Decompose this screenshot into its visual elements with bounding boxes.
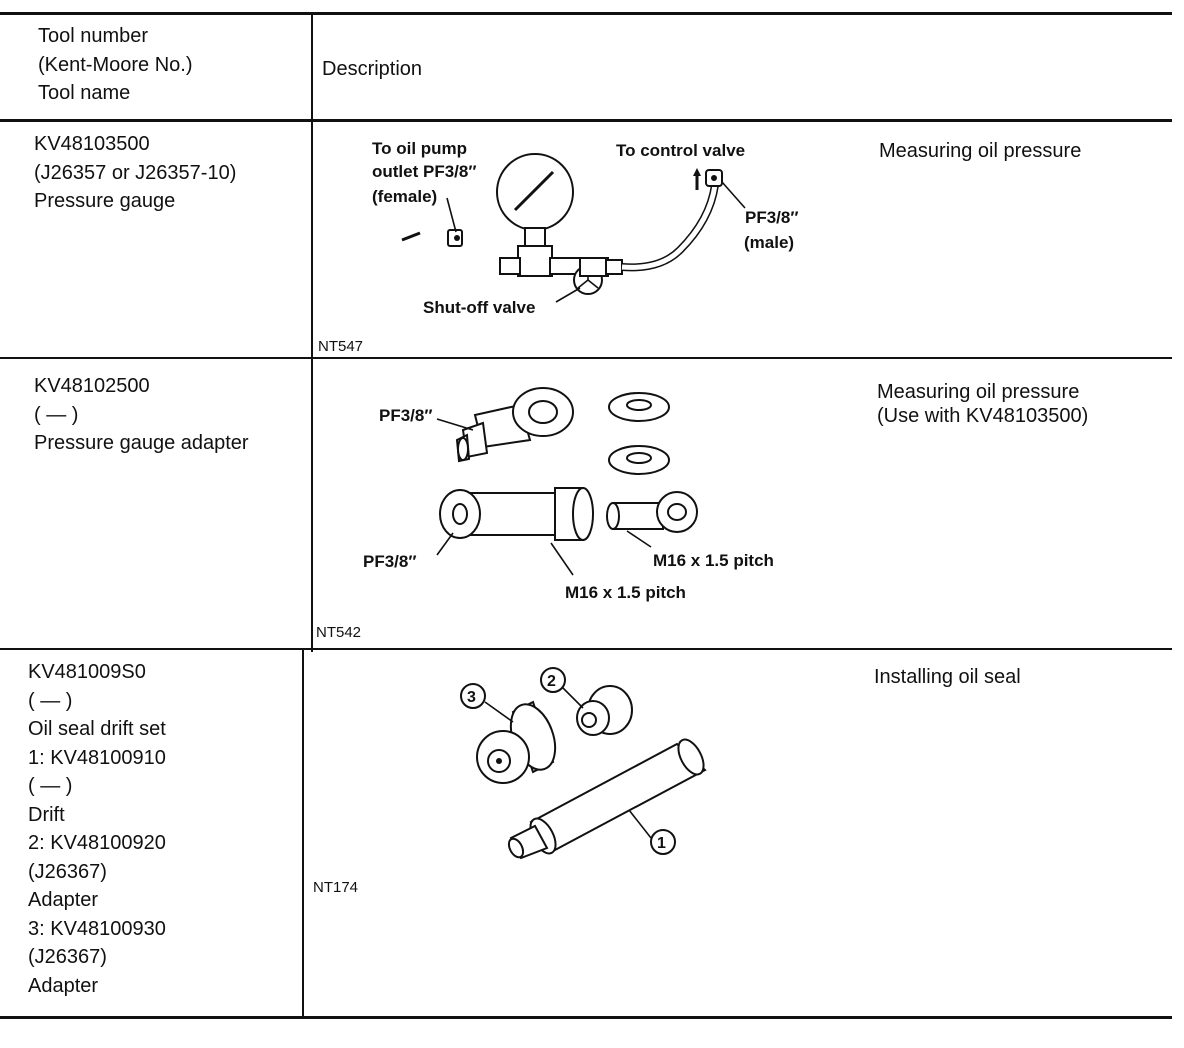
header-tool-name: Tool name	[38, 82, 131, 104]
row-rule-2	[0, 648, 1172, 650]
row3-item2-number: 2: KV48100920	[28, 832, 166, 854]
balloon-3: 3	[467, 689, 476, 706]
row3-item1-name: Drift	[28, 803, 65, 826]
header-rule	[0, 119, 1172, 122]
pressure-gauge-illustration: To oil pump outlet PF3/8″ (female) To co…	[372, 139, 799, 317]
row3-item1-kent-moore: ( — )	[28, 775, 73, 797]
row3-tool-info: KV481009S0 ( — ) Oil seal drift set 1: K…	[28, 658, 166, 1000]
row1-tool-number: KV48103500	[34, 133, 150, 155]
callout-pf-bottom: PF3/8″	[363, 552, 417, 571]
balloon-2: 2	[547, 673, 556, 690]
balloon-1: 1	[657, 835, 666, 852]
row2-description-line1: Measuring oil pressure	[877, 381, 1080, 403]
row3-item3-number: 3: KV48100930	[28, 917, 166, 940]
row3-item3-kent-moore: (J26367)	[28, 946, 107, 968]
row3-set-number: KV481009S0	[28, 661, 146, 683]
oil-seal-drift-illustration: 3 2 1	[460, 667, 707, 860]
column-divider-bottom	[302, 648, 304, 1018]
table-bottom-rule	[0, 1016, 1172, 1019]
row3-item2-kent-moore: (J26367)	[28, 860, 107, 883]
row1-tool-info: KV48103500 (J26357 or J26357-10) Pressur…	[34, 130, 236, 216]
callout-pf-top: PF3/8″	[379, 406, 433, 425]
callout-oil-pump-1: To oil pump	[372, 139, 467, 158]
row2-figure-code: NT542	[316, 624, 362, 641]
row2-description-line2: (Use with KV48103500)	[877, 405, 1089, 427]
callout-oil-pump-3: (female)	[372, 187, 437, 206]
row3-figure-code: NT174	[313, 879, 359, 896]
row3-item1-number: 1: KV48100910	[28, 746, 166, 769]
row2-tool-info: KV48102500 ( — ) Pressure gauge adapter	[34, 372, 249, 458]
header-kent-moore: (Kent-Moore No.)	[38, 53, 193, 76]
row1-kent-moore: (J26357 or J26357-10)	[34, 161, 237, 184]
gauge-adapter-illustration: PF3/8″ PF3/8″ M16 x 1.5 pitch M16 x 1.5 …	[363, 387, 774, 602]
table-top-rule	[0, 12, 1172, 15]
row3-item2-name: Adapter	[28, 889, 99, 911]
header-tool-column: Tool number (Kent-Moore No.) Tool name	[38, 22, 193, 108]
row2-description: Measuring oil pressure (Use with KV48103…	[877, 380, 1088, 428]
row2-tool-number: KV48102500	[34, 375, 150, 397]
row2-tool-name: Pressure gauge adapter	[34, 432, 249, 454]
callout-oil-pump-2: outlet PF3/8″	[372, 162, 477, 181]
callout-pf-male-2: (male)	[744, 233, 794, 252]
row3-set-name: Oil seal drift set	[28, 718, 166, 740]
row3-set-kent-moore: ( — )	[28, 689, 73, 712]
header-description: Description	[322, 58, 423, 80]
column-divider-top	[311, 12, 313, 652]
row2-kent-moore: ( — )	[34, 403, 79, 426]
callout-control-valve: To control valve	[616, 141, 745, 160]
callout-pf-male-1: PF3/8″	[745, 208, 799, 227]
row1-description: Measuring oil pressure	[879, 140, 1082, 162]
callout-shutoff-valve: Shut-off valve	[423, 298, 535, 317]
row1-tool-name: Pressure gauge	[34, 190, 176, 212]
row3-item3-name: Adapter	[28, 974, 99, 997]
row1-figure-code: NT547	[318, 338, 364, 355]
header-tool-number: Tool number	[38, 25, 149, 47]
callout-m16-bottom: M16 x 1.5 pitch	[565, 583, 686, 602]
callout-m16-right: M16 x 1.5 pitch	[653, 551, 774, 570]
row3-description: Installing oil seal	[874, 666, 1021, 688]
row-rule-1	[0, 357, 1172, 359]
